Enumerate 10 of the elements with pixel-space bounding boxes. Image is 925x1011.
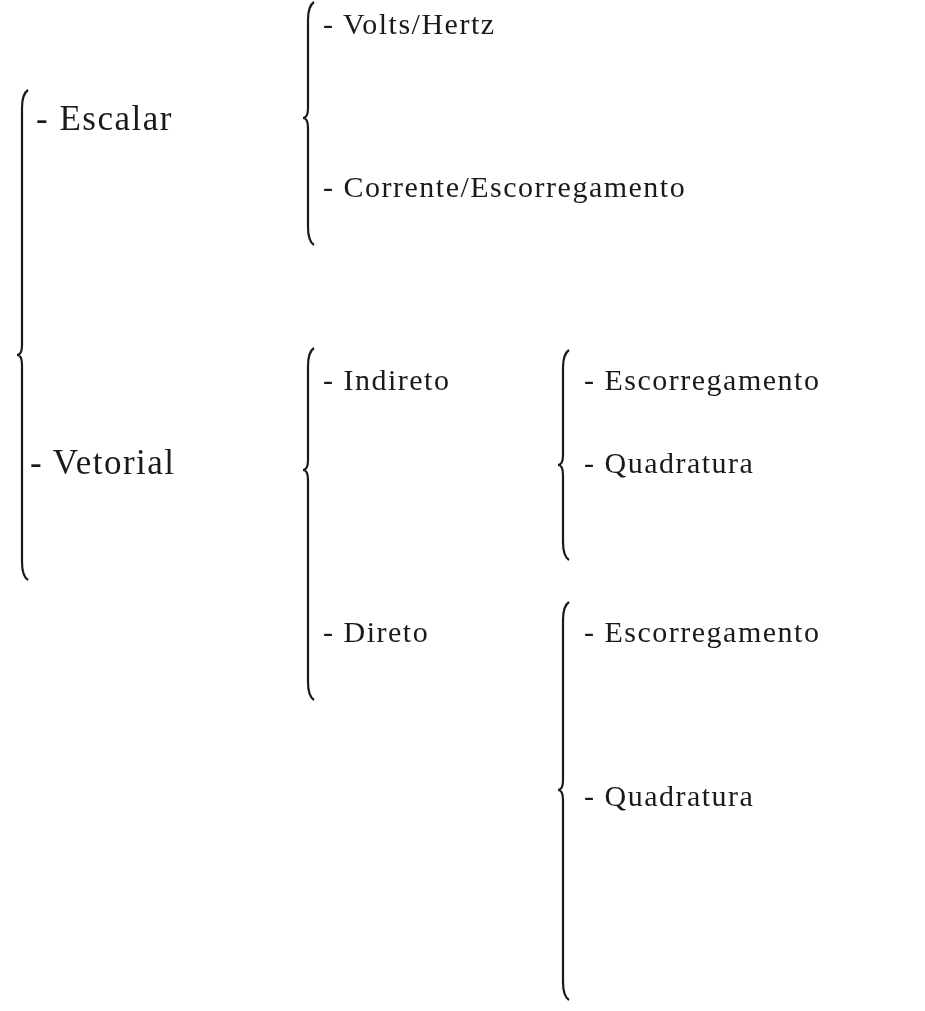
label-text: - Volts/Hertz xyxy=(323,9,496,39)
label-text: - Indireto xyxy=(323,365,451,395)
label-text: - Vetorial xyxy=(30,444,176,480)
label-text: - Direto xyxy=(323,617,430,647)
label-text: - Quadratura xyxy=(584,448,755,478)
label-text: - Corrente/Escorregamento xyxy=(323,172,687,202)
label-text: - Escorregamento xyxy=(584,365,821,395)
label-text: - Escorregamento xyxy=(584,617,821,647)
label-text: - Quadratura xyxy=(584,781,755,811)
label-text: - Escalar xyxy=(36,100,173,136)
